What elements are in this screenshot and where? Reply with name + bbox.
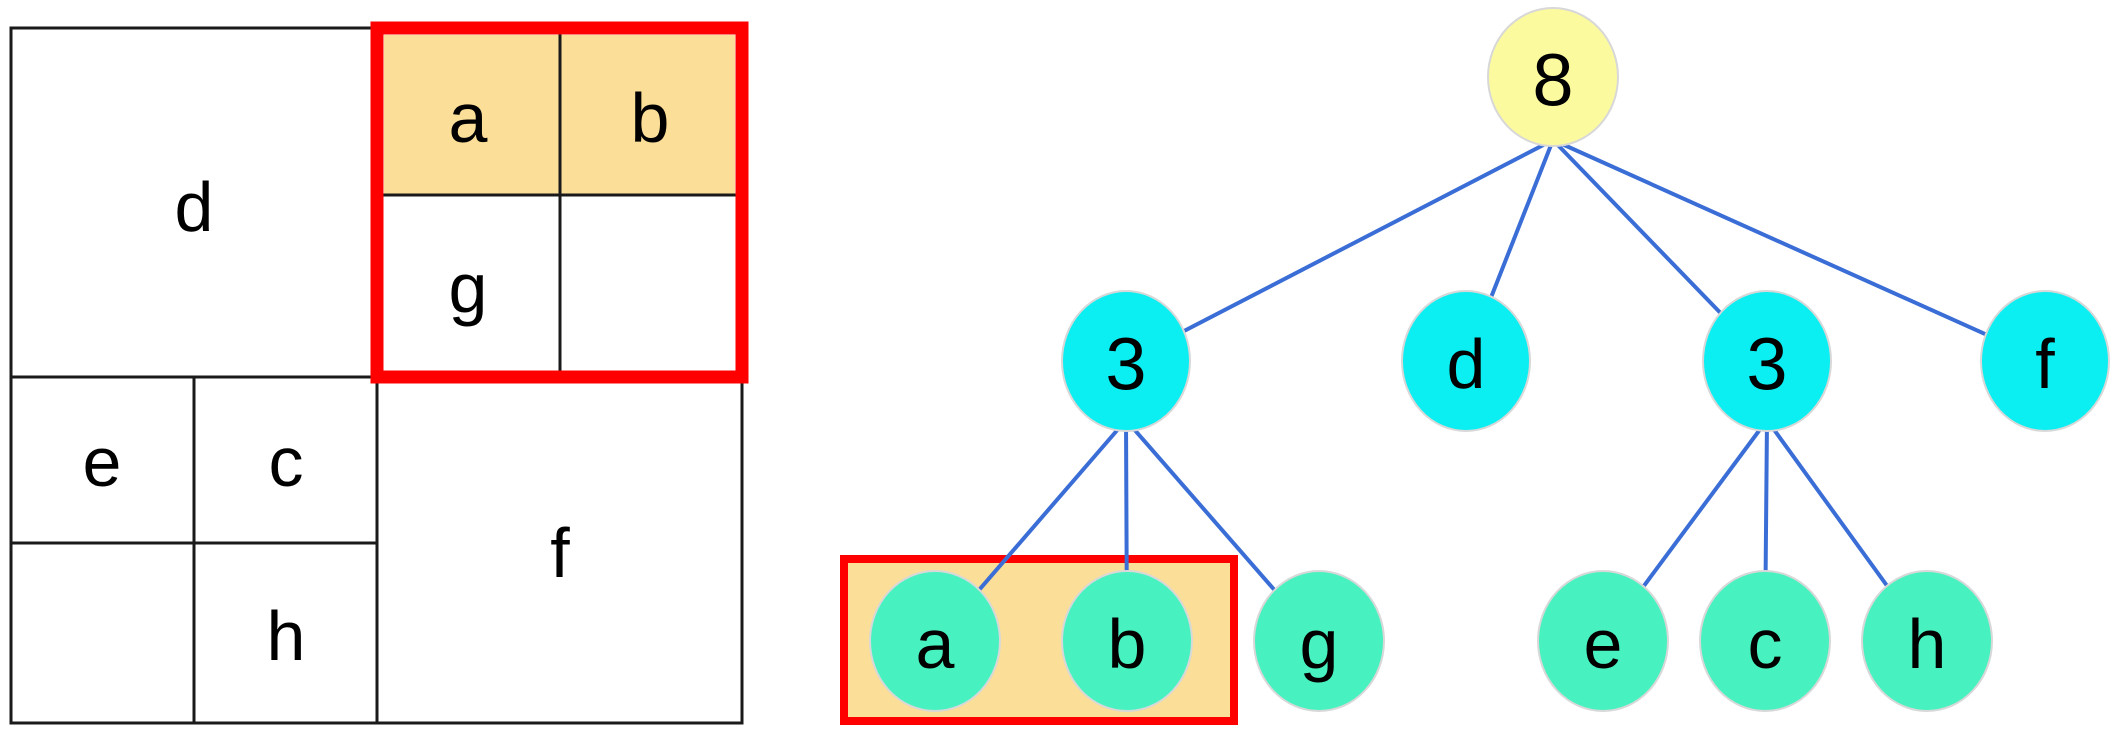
tree-leaf-c — [1699, 570, 1831, 712]
grid-cell-labels: d a b g e c h f — [83, 79, 670, 675]
tree-node-label-3-right: 3 — [1746, 323, 1787, 406]
tree-node-labels: 8 3 d 3 f a b g e c h — [916, 39, 2056, 684]
tree-leaf-label-e: e — [1584, 605, 1623, 683]
grid-cell-label-e: e — [83, 423, 122, 501]
grid-cell-label-f: f — [550, 514, 570, 592]
grid-highlight-red-border — [370, 21, 749, 384]
tree-leaf-g — [1253, 570, 1385, 712]
tree-leaf-label-g: g — [1300, 605, 1339, 683]
tree-edge-root-f — [1552, 138, 2046, 363]
grid-cell-label-d: d — [175, 168, 214, 246]
tree-node-label-3-left: 3 — [1105, 323, 1146, 406]
tree-node-label-f: f — [2035, 325, 2055, 403]
grid-cell-label-h: h — [267, 597, 306, 675]
tree-leaf-nodes — [869, 570, 1993, 712]
tree-node-d — [1401, 290, 1531, 432]
tree-leaf-e — [1537, 570, 1669, 712]
tree-leaf-h — [1861, 570, 1993, 712]
grid-cell-label-b: b — [631, 79, 670, 157]
tree-node-3-left — [1061, 290, 1191, 432]
tree-level2-nodes — [1061, 290, 2110, 432]
tree-leaf-label-h: h — [1908, 605, 1947, 683]
tree-leaf-label-b: b — [1108, 605, 1147, 683]
tree-node-3-right — [1702, 290, 1832, 432]
tree-node-f — [1980, 290, 2110, 432]
grid-cell-label-g: g — [449, 249, 488, 327]
tree-leaf-label-c: c — [1748, 605, 1783, 683]
tree-leaf-label-a: a — [916, 605, 955, 683]
tree-panel: 8 3 d 3 f a b g e c h — [840, 7, 2110, 725]
grid-cell-label-c: c — [269, 423, 304, 501]
tree-leaf-b — [1061, 570, 1193, 712]
tree-node-root — [1487, 7, 1619, 147]
grid-cell-label-a: a — [449, 79, 488, 157]
grid-panel — [9, 21, 749, 725]
tree-node-label-root: 8 — [1532, 39, 1573, 122]
tree-node-label-d: d — [1447, 325, 1486, 403]
tree-leaf-a — [869, 570, 1001, 712]
tree-edge-root-3left — [1125, 138, 1554, 363]
